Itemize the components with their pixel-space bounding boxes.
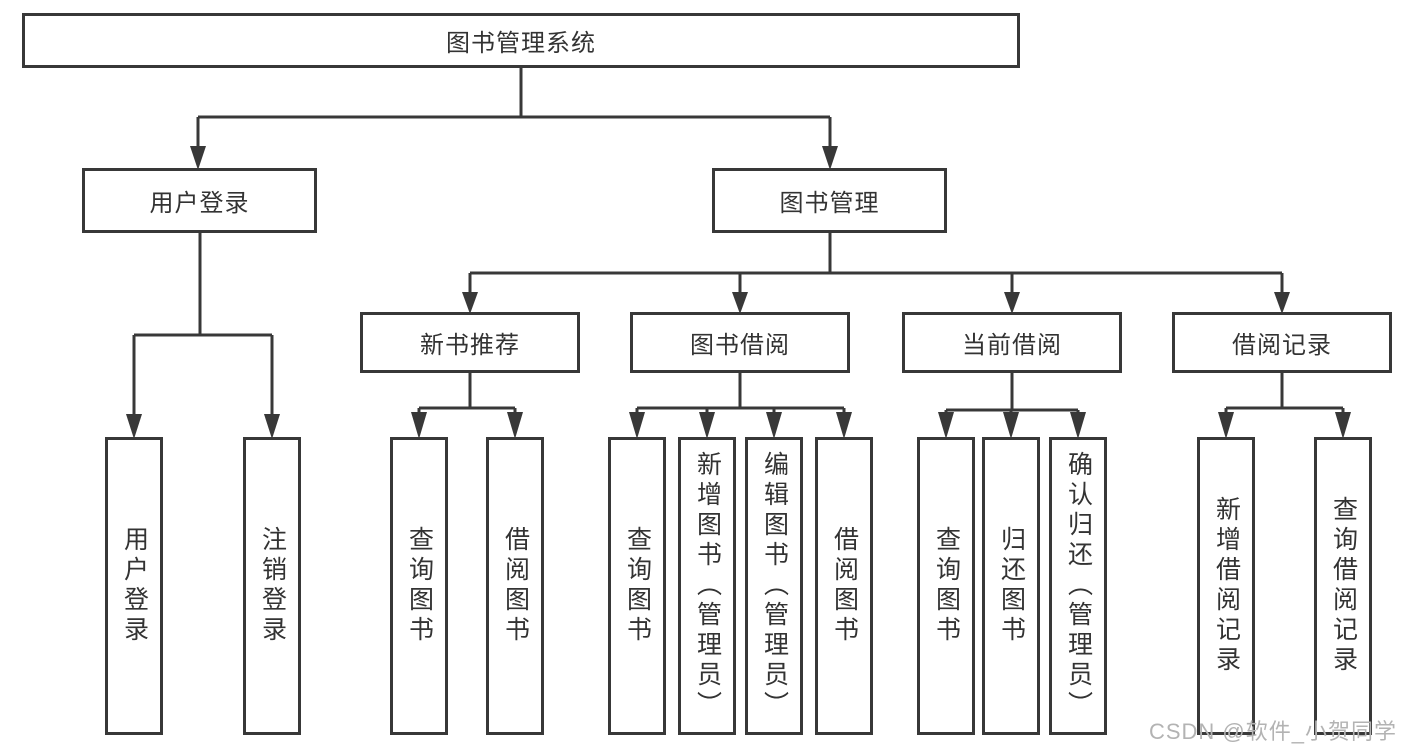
leaf-current-confirm-return-admin: 确认归还（管理员） [1049, 437, 1107, 735]
leaf-current-query-books: 查询图书 [917, 437, 975, 735]
node-label: 借阅记录 [1232, 332, 1332, 359]
node-label: 当前借阅 [962, 332, 1062, 359]
node-label: 编辑图书（管理员） [760, 451, 789, 721]
node-label: 新增借阅记录 [1212, 496, 1241, 676]
node-label: 借阅图书 [830, 526, 859, 646]
node-label: 用户登录 [120, 526, 149, 646]
leaf-records-query-borrow-record: 查询借阅记录 [1314, 437, 1372, 735]
node-new-book-recommend: 新书推荐 [360, 312, 580, 373]
leaf-borrowing-add-books-admin: 新增图书（管理员） [678, 437, 736, 735]
node-label: 确认归还（管理员） [1064, 451, 1093, 721]
node-book-borrowing: 图书借阅 [630, 312, 850, 373]
node-current-borrowing: 当前借阅 [902, 312, 1122, 373]
node-borrowing-records: 借阅记录 [1172, 312, 1392, 373]
node-book-management: 图书管理 [712, 168, 947, 233]
leaf-records-add-borrow-record: 新增借阅记录 [1197, 437, 1255, 735]
node-label: 图书管理系统 [446, 30, 596, 57]
node-label: 图书借阅 [690, 332, 790, 359]
leaf-newrec-query-books: 查询图书 [390, 437, 448, 735]
node-label: 用户登录 [149, 190, 250, 217]
node-label: 查询图书 [623, 526, 652, 646]
node-library-management-system: 图书管理系统 [22, 13, 1020, 68]
leaf-current-return-books: 归还图书 [982, 437, 1040, 735]
leaf-logout: 注销登录 [243, 437, 301, 735]
node-label: 新增图书（管理员） [693, 451, 722, 721]
node-user-login: 用户登录 [82, 168, 317, 233]
leaf-borrowing-edit-books-admin: 编辑图书（管理员） [745, 437, 803, 735]
leaf-user-login: 用户登录 [105, 437, 163, 735]
node-label: 查询图书 [932, 526, 961, 646]
watermark: CSDN @软件_小贺同学 [1148, 719, 1397, 744]
node-label: 图书管理 [779, 190, 880, 217]
node-label: 查询图书 [405, 526, 434, 646]
leaf-newrec-borrow-books: 借阅图书 [486, 437, 544, 735]
leaf-borrowing-query-books: 查询图书 [608, 437, 666, 735]
node-label: 查询借阅记录 [1329, 496, 1358, 676]
node-label: 注销登录 [258, 526, 287, 646]
node-label: 新书推荐 [420, 332, 520, 359]
node-label: 归还图书 [997, 526, 1026, 646]
leaf-borrowing-borrow-books: 借阅图书 [815, 437, 873, 735]
node-label: 借阅图书 [501, 526, 530, 646]
